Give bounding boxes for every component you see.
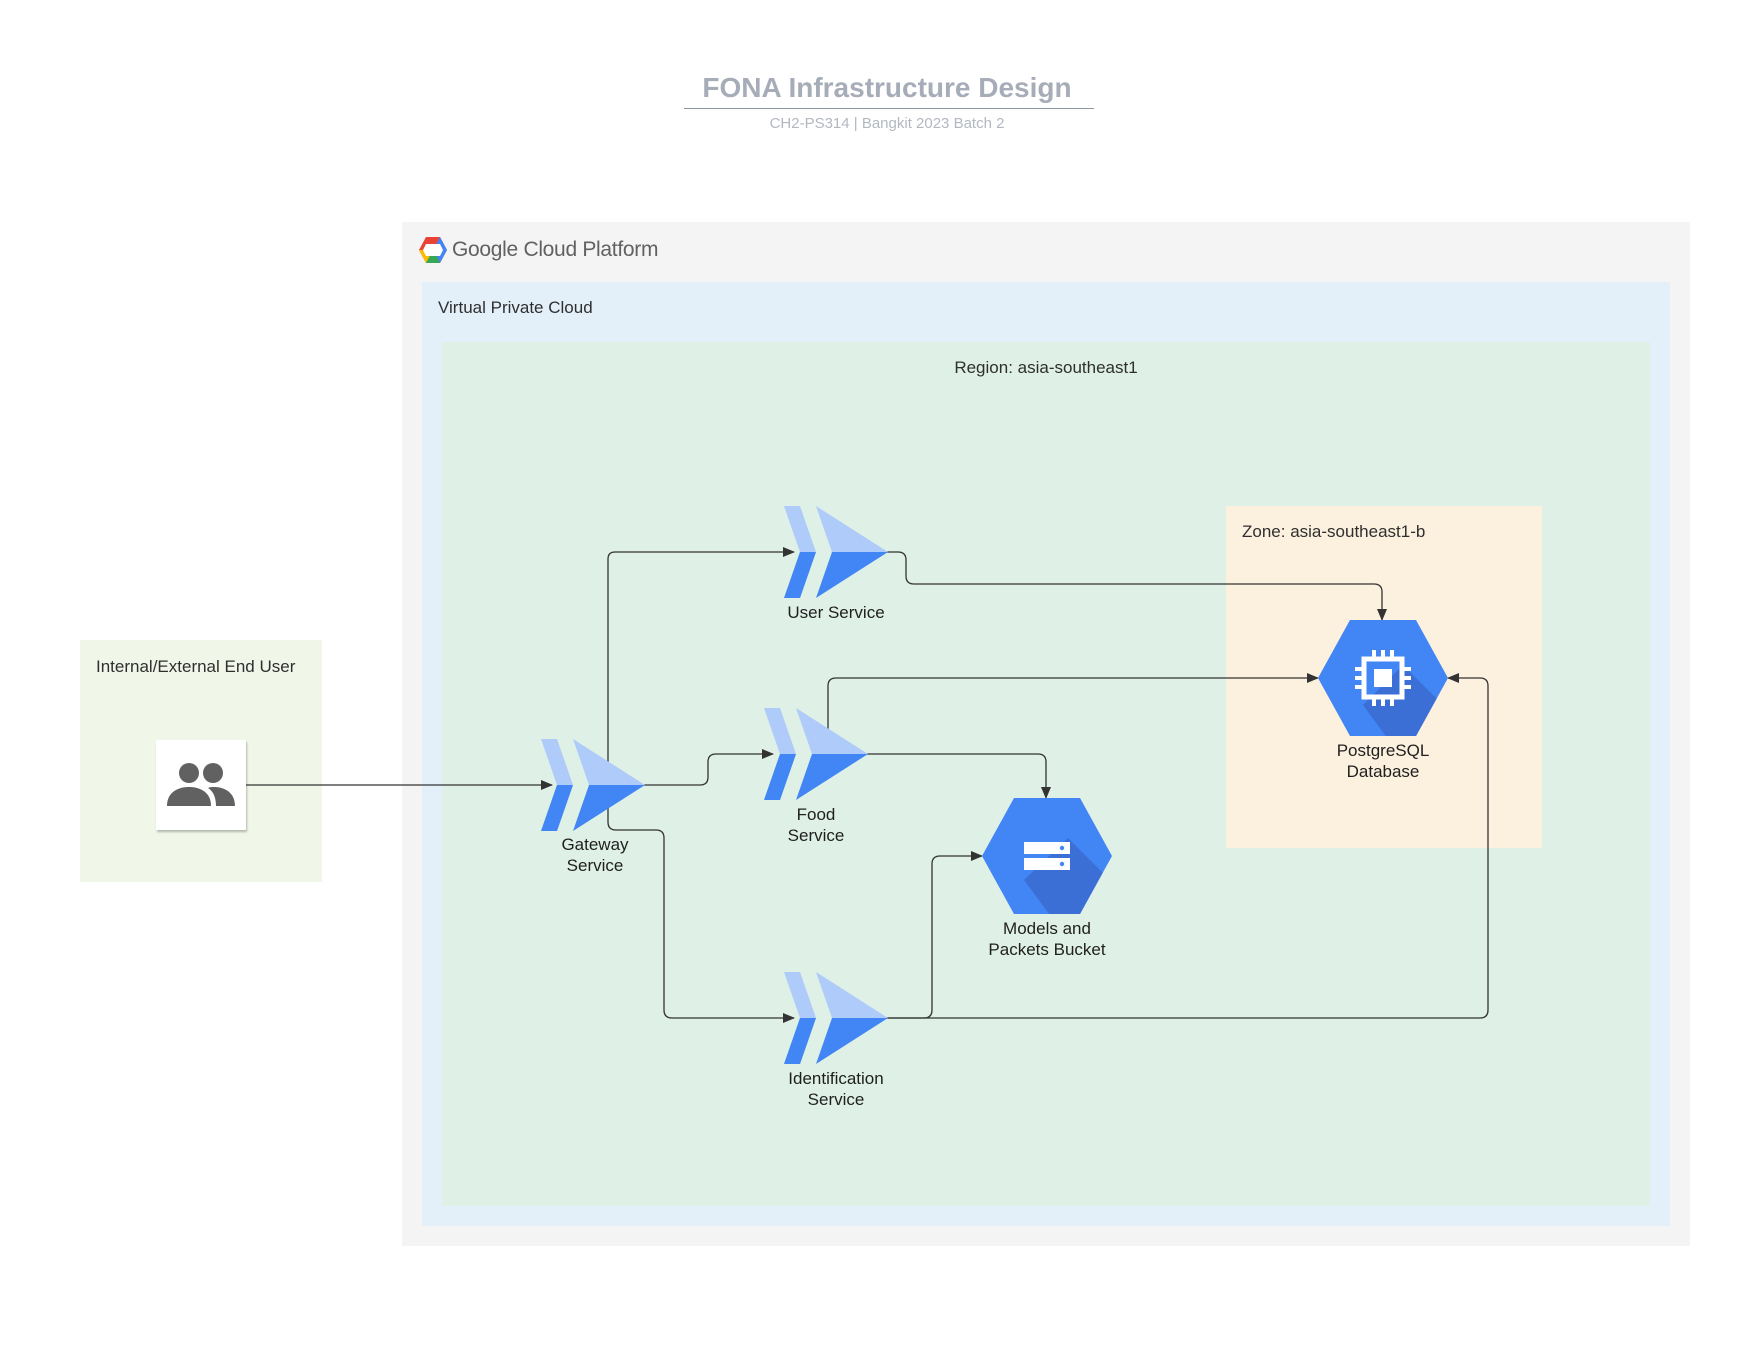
food-label-line1: Food <box>796 805 836 824</box>
gcp-logo-text: Google Cloud Platform <box>452 238 659 261</box>
gateway-label-line1: Gateway <box>561 835 629 854</box>
food-service-label: Food Service <box>751 804 881 846</box>
edge-gateway-to-user-service <box>607 547 795 785</box>
cpu-chip-icon <box>1355 650 1411 706</box>
edge-user-service-to-database <box>886 551 1387 621</box>
user-service-icon[interactable] <box>784 506 888 598</box>
food-label-line2: Service <box>787 826 845 845</box>
bucket-label-line1: Models and <box>1003 919 1091 938</box>
end-user-node[interactable] <box>156 740 246 830</box>
models-bucket-icon[interactable] <box>982 798 1112 914</box>
identification-service-icon[interactable] <box>784 972 888 1064</box>
database-label-line2: Database <box>1346 762 1420 781</box>
edge-identification-to-database <box>886 673 1489 1019</box>
people-icon <box>167 763 235 806</box>
region-label: Region: asia-southeast1 <box>954 358 1138 377</box>
vpc-label: Virtual Private Cloud <box>438 298 593 317</box>
identification-label-line2: Service <box>807 1090 865 1109</box>
edge-food-to-bucket <box>866 753 1051 799</box>
edge-gateway-to-food <box>644 749 774 786</box>
edge-food-to-database <box>827 673 1319 730</box>
postgresql-database-icon[interactable] <box>1318 620 1448 736</box>
postgresql-database-label: PostgreSQL Database <box>1303 740 1463 782</box>
food-service-icon[interactable] <box>764 708 868 800</box>
zone-label: Zone: asia-southeast1-b <box>1242 522 1426 541</box>
gateway-service-icon[interactable] <box>541 739 645 831</box>
database-label-line1: PostgreSQL <box>1336 741 1430 760</box>
storage-drives-icon <box>1024 842 1070 870</box>
gcp-logo-icon <box>419 237 447 263</box>
bucket-label-line2: Packets Bucket <box>988 940 1106 959</box>
diagram-title: FONA Infrastructure Design <box>702 72 1072 103</box>
models-bucket-label: Models and Packets Bucket <box>962 918 1132 960</box>
identification-label-line1: Identification <box>788 1069 884 1088</box>
end-user-label: Internal/External End User <box>96 657 296 676</box>
gateway-label-line2: Service <box>566 856 624 875</box>
title-underline <box>684 108 1094 109</box>
edge-gateway-to-identification <box>607 785 795 1023</box>
user-service-label: User Service <box>787 603 885 622</box>
diagram-subtitle: CH2-PS314 | Bangkit 2023 Batch 2 <box>769 115 1005 132</box>
gateway-service-label: Gateway Service <box>530 834 660 876</box>
identification-service-label: Identification Service <box>756 1068 916 1110</box>
